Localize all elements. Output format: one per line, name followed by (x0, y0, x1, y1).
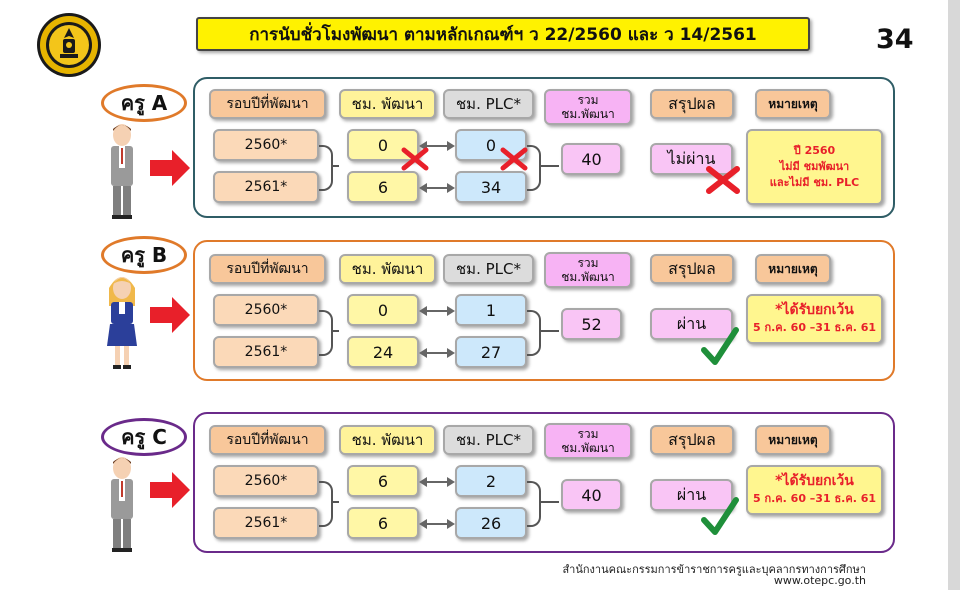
teacher-a-year-2560: 2560* (213, 129, 319, 161)
seal-logo (36, 12, 102, 78)
teacher-b-total: 52 (561, 308, 622, 340)
teacher-a-arrow-2561 (419, 183, 455, 193)
teacher-b-plc-2561: 27 (455, 336, 527, 368)
teacher-c-header-dev: ชม. พัฒนา (339, 425, 436, 455)
teacher-a-result: ไม่ผ่าน (650, 143, 733, 175)
teacher-a-header-dev: ชม. พัฒนา (339, 89, 436, 119)
teacher-a-label: ครู A (101, 84, 187, 122)
teacher-a-year-2561: 2561* (213, 171, 319, 203)
teacher-c-plc-2561: 26 (455, 507, 527, 539)
teacher-a-year-bracket (319, 145, 333, 191)
teacher-c-label: ครู C (101, 418, 187, 456)
teacher-b-plc-bracket (527, 310, 541, 356)
teacher-a-plc-bracket (527, 145, 541, 191)
teacher-c-header-remark: หมายเหตุ (755, 425, 831, 455)
teacher-c-red-arrow (150, 472, 190, 508)
footer-url[interactable]: www.otepc.go.th (773, 574, 866, 587)
check-icon (701, 327, 739, 365)
teacher-b-year-bracket (319, 310, 333, 356)
teacher-b-header-plc: ชม. PLC* (443, 254, 534, 284)
teacher-c-arrow-2560 (419, 477, 455, 487)
teacher-a-header-total: รวม ชม.พัฒนา (544, 89, 632, 125)
teacher-c-arrow-2561 (419, 519, 455, 529)
teacher-c-result: ผ่าน (650, 479, 733, 511)
cross-icon (706, 166, 740, 194)
teacher-c-plc-2560: 2 (455, 465, 527, 497)
teacher-c-remark: *ได้รับยกเว้น 5 ก.ค. 60 –31 ธ.ค. 61 (746, 465, 883, 515)
teacher-c-header-year: รอบปีที่พัฒนา (209, 425, 326, 455)
teacher-c-total: 40 (561, 479, 622, 511)
cross-icon (500, 147, 528, 171)
teacher-c-dev-2560: 6 (347, 465, 419, 497)
teacher-c-year-bracket (319, 481, 333, 527)
teacher-a-header-year: รอบปีที่พัฒนา (209, 89, 326, 119)
teacher-c-figure (111, 457, 133, 552)
teacher-b-year-2560: 2560* (213, 294, 319, 326)
teacher-a-dev-2560: 0 (347, 129, 419, 161)
teacher-b-year-2561: 2561* (213, 336, 319, 368)
page-number: 34 (876, 24, 914, 55)
teacher-c-plc-bracket (527, 481, 541, 527)
teacher-c-header-plc: ชม. PLC* (443, 425, 534, 455)
teacher-a-remark: ปี 2560 ไม่มี ชมพัฒนา และไม่มี ชม. PLC (746, 129, 883, 205)
teacher-b-result: ผ่าน (650, 308, 733, 340)
teacher-c-header-total: รวม ชม.พัฒนา (544, 423, 632, 459)
window-edge (948, 0, 960, 590)
teacher-b-header-result: สรุปผล (650, 254, 734, 284)
teacher-a-red-arrow (150, 150, 190, 186)
teacher-b-figure (107, 277, 137, 369)
teacher-a-total: 40 (561, 143, 622, 175)
teacher-a-plc-2561: 34 (455, 171, 527, 203)
teacher-b-dev-2560: 0 (347, 294, 419, 326)
cross-icon (401, 147, 429, 171)
teacher-b-header-dev: ชม. พัฒนา (339, 254, 436, 284)
check-icon (701, 497, 739, 535)
teacher-b-arrow-2560 (419, 306, 455, 316)
footer-org: สำนักงานคณะกรรมการข้าราชการครูและบุคลากร… (562, 563, 866, 576)
teacher-b-label: ครู B (101, 236, 187, 274)
teacher-a-header-result: สรุปผล (650, 89, 734, 119)
teacher-c-year-2561: 2561* (213, 507, 319, 539)
teacher-a-dev-2561: 6 (347, 171, 419, 203)
teacher-b-red-arrow (150, 297, 190, 333)
teacher-a-figure (111, 124, 133, 219)
teacher-b-header-remark: หมายเหตุ (755, 254, 831, 284)
teacher-b-dev-2561: 24 (347, 336, 419, 368)
teacher-a-header-remark: หมายเหตุ (755, 89, 831, 119)
teacher-c-year-2560: 2560* (213, 465, 319, 497)
teacher-a-arrow-2560 (419, 141, 455, 151)
teacher-b-arrow-2561 (419, 348, 455, 358)
teacher-b-remark: *ได้รับยกเว้น 5 ก.ค. 60 –31 ธ.ค. 61 (746, 294, 883, 344)
slide-title-text: การนับชั่วโมงพัฒนา ตามหลักเกณฑ์ฯ ว 22/25… (249, 24, 757, 45)
teacher-b-header-year: รอบปีที่พัฒนา (209, 254, 326, 284)
teacher-a-header-plc: ชม. PLC* (443, 89, 534, 119)
teacher-c-dev-2561: 6 (347, 507, 419, 539)
teacher-b-header-total: รวม ชม.พัฒนา (544, 252, 632, 288)
slide-title: การนับชั่วโมงพัฒนา ตามหลักเกณฑ์ฯ ว 22/25… (196, 17, 810, 51)
teacher-b-plc-2560: 1 (455, 294, 527, 326)
teacher-c-header-result: สรุปผล (650, 425, 734, 455)
